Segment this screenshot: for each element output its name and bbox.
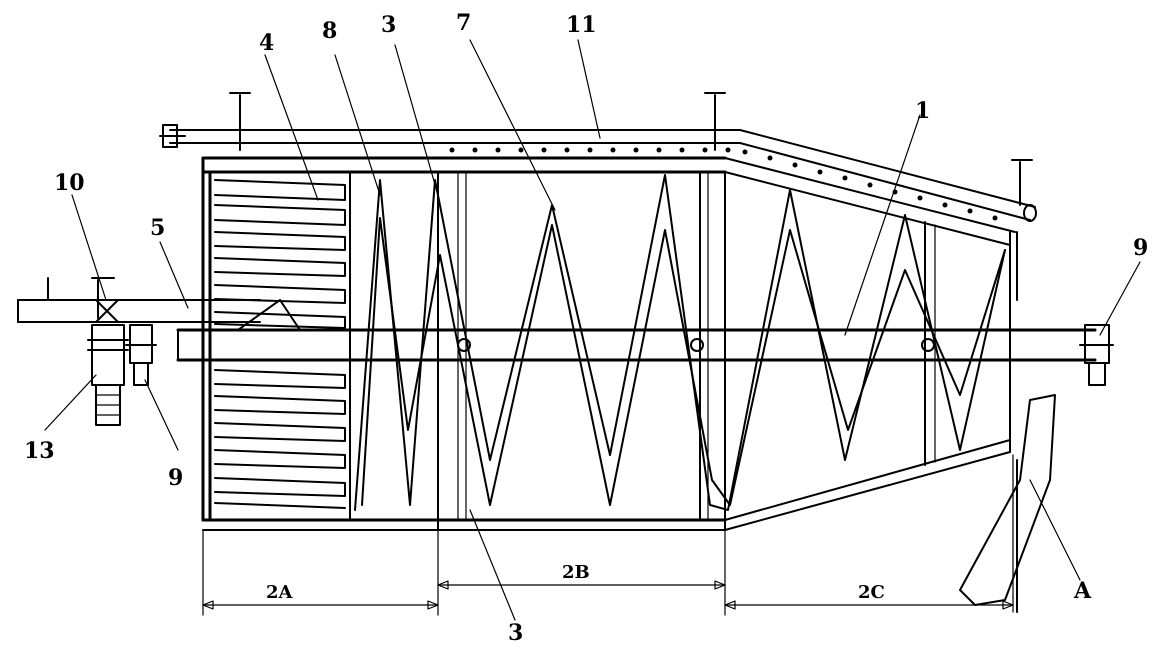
discharge-chute bbox=[959, 394, 1056, 613]
drum-body bbox=[201, 156, 1018, 531]
label-part-3-top: 3 bbox=[381, 12, 396, 38]
ring-supports bbox=[349, 171, 936, 531]
label-part-7: 7 bbox=[456, 10, 471, 36]
label-part-9-right: 9 bbox=[1133, 235, 1148, 261]
bearing-left bbox=[125, 324, 157, 386]
label-part-10: 10 bbox=[54, 170, 85, 196]
spray-pipe bbox=[159, 124, 1037, 222]
spray-nozzles bbox=[449, 147, 998, 221]
dimension-2C: 2C bbox=[858, 582, 885, 603]
leader-lines bbox=[44, 39, 1141, 621]
dimension-2A: 2A bbox=[266, 582, 294, 603]
central-shaft bbox=[176, 328, 1097, 362]
label-part-5: 5 bbox=[150, 215, 165, 241]
drive-motor bbox=[87, 324, 129, 426]
dimension-lines bbox=[202, 454, 1014, 616]
bearing-right bbox=[1079, 324, 1114, 386]
label-part-13: 13 bbox=[24, 438, 55, 464]
dimension-2B: 2B bbox=[562, 562, 590, 583]
spiral-blade-inner bbox=[361, 217, 1006, 506]
feed-pipe bbox=[17, 277, 301, 331]
label-part-1: 1 bbox=[915, 98, 930, 124]
label-part-8: 8 bbox=[322, 18, 337, 44]
spiral-blade-outer bbox=[354, 174, 1006, 511]
lifting-plates bbox=[214, 179, 346, 509]
label-part-4: 4 bbox=[259, 30, 274, 56]
label-part-A: A bbox=[1073, 578, 1092, 604]
label-part-11: 11 bbox=[566, 12, 597, 38]
label-part-3-bottom: 3 bbox=[508, 620, 523, 646]
label-part-9-left: 9 bbox=[168, 465, 183, 491]
valve-handles bbox=[229, 92, 1033, 206]
